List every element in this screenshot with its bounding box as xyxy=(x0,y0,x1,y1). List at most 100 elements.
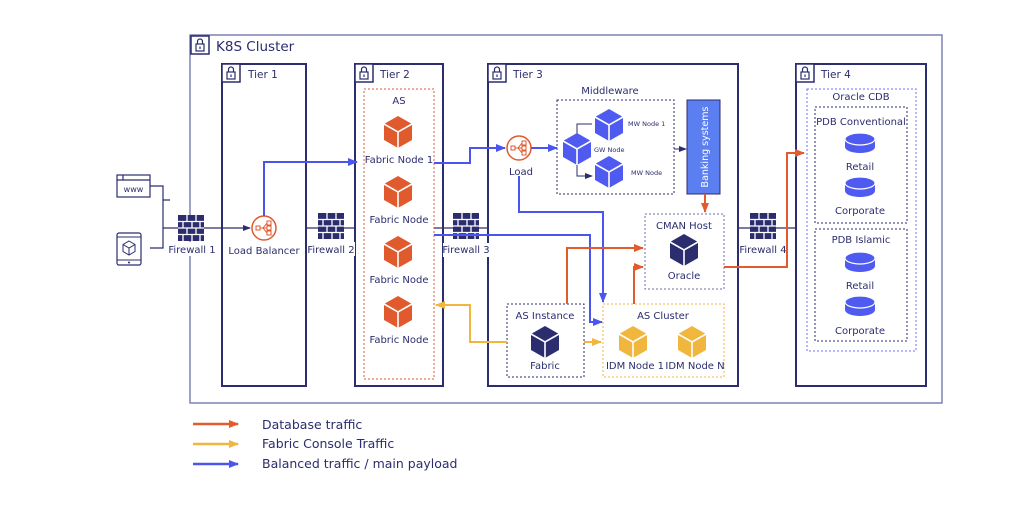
gw-node: GW Node xyxy=(562,132,625,166)
www-label: www xyxy=(124,185,144,194)
as-instance-to-fabric-node xyxy=(435,301,507,343)
mw-node-1-label: MW Node 1 xyxy=(628,120,665,128)
tier-1-label: Tier 1 xyxy=(247,69,278,81)
firewall-1: Firewall 1 xyxy=(168,214,216,256)
firewall-2: Firewall 2 xyxy=(307,212,355,256)
firewall-2-label: Firewall 2 xyxy=(307,245,354,256)
legend-item-fabric-console: Fabric Console Traffic xyxy=(193,436,394,451)
cube-icon xyxy=(677,325,707,359)
banking-systems-label: Banking systems xyxy=(700,107,711,188)
tier-4: Tier 4 xyxy=(795,63,927,387)
load-balancer-label: Load Balancer xyxy=(228,246,300,257)
db-retail-label: Retail xyxy=(846,281,874,292)
fabric-node-1-to-load xyxy=(434,144,506,164)
pdb-islamic: PDB Islamic Retail Corporate xyxy=(814,228,908,342)
middleware-title: Middleware xyxy=(581,86,638,97)
cube-icon xyxy=(594,155,624,189)
mw-node-1: MW Node 1 xyxy=(594,108,665,142)
load-balancer-icon xyxy=(251,215,277,241)
legend-label: Database traffic xyxy=(262,417,362,432)
pdb-conventional-title: PDB Conventional xyxy=(816,117,906,128)
tier-2: Tier 2 xyxy=(354,63,444,387)
fabric-node-4-label: Fabric Node xyxy=(370,335,429,346)
load-balancer-icon xyxy=(506,135,532,161)
as-instance: AS Instance Fabric xyxy=(506,303,585,378)
as-group: AS Fabric Node 1 Fabric Node Fabric Node… xyxy=(363,88,435,380)
database-traffic-flows xyxy=(566,149,805,304)
oracle-label: Oracle xyxy=(668,271,701,282)
db-corporate-label: Corporate xyxy=(835,326,885,337)
idm-node-1-label: IDM Node 1 xyxy=(606,361,664,372)
load-node: Load xyxy=(506,135,533,178)
database-icon xyxy=(844,251,876,273)
fabric-console-flows xyxy=(435,301,602,346)
firewall-icon xyxy=(317,212,345,240)
fabric-node-1-label: Fabric Node 1 xyxy=(365,155,434,166)
legend-label: Fabric Console Traffic xyxy=(262,436,394,451)
gw-node-label: GW Node xyxy=(594,146,625,154)
firewall-4-label: Firewall 4 xyxy=(739,245,786,256)
load-to-as-cluster xyxy=(518,176,607,303)
legend-item-balanced: Balanced traffic / main payload xyxy=(193,456,458,471)
load-label: Load xyxy=(509,167,533,178)
k8s-cluster: K8S Cluster xyxy=(189,34,943,404)
lock-icon xyxy=(354,63,374,83)
lock-icon xyxy=(795,63,815,83)
tier-1: Tier 1 xyxy=(221,63,307,387)
lock-icon xyxy=(487,63,507,83)
lock-icon xyxy=(190,35,210,55)
tier-3: Tier 3 xyxy=(487,63,739,387)
tier-2-label: Tier 2 xyxy=(379,69,410,81)
as-cluster: AS Cluster IDM Node 1 IDM Node N xyxy=(602,303,725,378)
cman-to-cdb xyxy=(724,149,805,268)
firewall-3-label: Firewall 3 xyxy=(442,245,489,256)
as-instance-title: AS Instance xyxy=(516,311,575,322)
pdb-islamic-title: PDB Islamic xyxy=(832,235,891,246)
mw-node-n: MW Node xyxy=(594,155,662,189)
as-cluster-to-cman xyxy=(633,263,644,304)
cman-host-title: CMAN Host xyxy=(656,221,712,232)
lock-icon xyxy=(221,63,241,83)
cube-icon xyxy=(594,108,624,142)
idm-node-n: IDM Node N xyxy=(665,325,725,372)
database-icon xyxy=(844,295,876,317)
www-browser: www xyxy=(116,174,151,198)
db-corporate-label: Corporate xyxy=(835,206,885,217)
cube-icon xyxy=(562,132,592,166)
cube-icon xyxy=(618,325,648,359)
cube-icon xyxy=(383,295,413,329)
fabric-node-1: Fabric Node 1 xyxy=(365,115,434,166)
as-group-label: AS xyxy=(392,96,405,107)
lb-to-fabric-node-1 xyxy=(263,158,358,216)
db-retail-label: Retail xyxy=(846,162,874,173)
as-instance-to-cman xyxy=(566,244,644,304)
legend-label: Balanced traffic / main payload xyxy=(262,456,458,471)
legend: Database traffic Fabric Console Traffic … xyxy=(193,417,458,471)
cube-icon xyxy=(669,233,699,267)
middleware-group: Middleware GW Node MW Node 1 MW Node xyxy=(556,86,687,195)
as-cluster-title: AS Cluster xyxy=(637,311,690,322)
mw-node-n-label: MW Node xyxy=(631,169,662,177)
legend-item-database: Database traffic xyxy=(193,417,362,432)
idm-node-n-label: IDM Node N xyxy=(665,361,724,372)
fabric-node-4: Fabric Node xyxy=(370,295,429,346)
firewall-3: Firewall 3 xyxy=(442,212,490,257)
cube-icon xyxy=(530,325,560,359)
mobile-app-icon xyxy=(122,240,136,256)
cman-host: CMAN Host Oracle xyxy=(644,213,725,290)
balanced-traffic-flows xyxy=(263,144,607,326)
oracle-cdb-title: Oracle CDB xyxy=(832,92,889,103)
cluster-title: K8S Cluster xyxy=(216,39,295,55)
banking-systems: Banking systems xyxy=(686,99,721,195)
fabric-node-3: Fabric Node xyxy=(370,235,429,286)
cube-icon xyxy=(383,235,413,269)
tier-4-label: Tier 4 xyxy=(820,69,851,81)
idm-node-1: IDM Node 1 xyxy=(606,325,664,372)
database-icon xyxy=(844,176,876,198)
fabric-node-3-label: Fabric Node xyxy=(370,275,429,286)
cube-icon xyxy=(383,115,413,149)
load-balancer: Load Balancer xyxy=(228,215,300,257)
fabric-label: Fabric xyxy=(530,361,560,372)
fabric-node-2: Fabric Node xyxy=(370,175,428,226)
